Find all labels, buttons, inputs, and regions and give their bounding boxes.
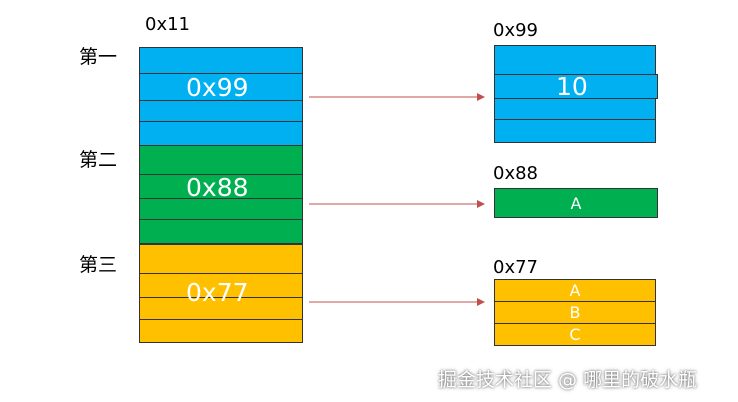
left-cell-orange-1: [139, 244, 303, 274]
row-label-third: 第三: [79, 254, 118, 276]
right-value-second: A: [570, 194, 582, 213]
left-value-second: 0x88: [186, 173, 249, 202]
right-block-address-second: 0x88: [493, 163, 539, 184]
left-cell-orange-2: [139, 273, 303, 298]
right-value-first: 10: [556, 72, 588, 101]
left-cell-orange-4: [139, 319, 303, 343]
right-cell-orange-3: [494, 323, 656, 346]
left-cell-green-2: [139, 174, 303, 199]
right-block-address-third: 0x77: [493, 257, 539, 278]
left-value-first: 0x99: [186, 73, 249, 102]
left-cell-blue-1: [139, 47, 303, 74]
right-value-third-c: C: [569, 325, 581, 344]
row-label-second: 第二: [79, 149, 118, 171]
left-array-address: 0x11: [145, 14, 191, 35]
right-cell-blue-4: [494, 119, 656, 143]
right-cell-blue-2: [494, 74, 658, 99]
left-value-third: 0x77: [186, 278, 249, 307]
right-value-third-a: A: [569, 281, 581, 300]
right-value-third-b: B: [569, 303, 581, 322]
left-cell-blue-2: [139, 73, 303, 101]
left-cell-blue-4: [139, 121, 303, 146]
right-cell-green: [494, 188, 658, 218]
right-cell-blue-1: [494, 45, 656, 75]
watermark: 掘金技术社区 @ 哪里的破水瓶: [438, 369, 698, 391]
right-cell-blue-3: [494, 98, 656, 120]
left-cell-green-4: [139, 219, 303, 244]
right-block-address-first: 0x99: [493, 20, 539, 41]
row-label-first: 第一: [79, 46, 118, 68]
